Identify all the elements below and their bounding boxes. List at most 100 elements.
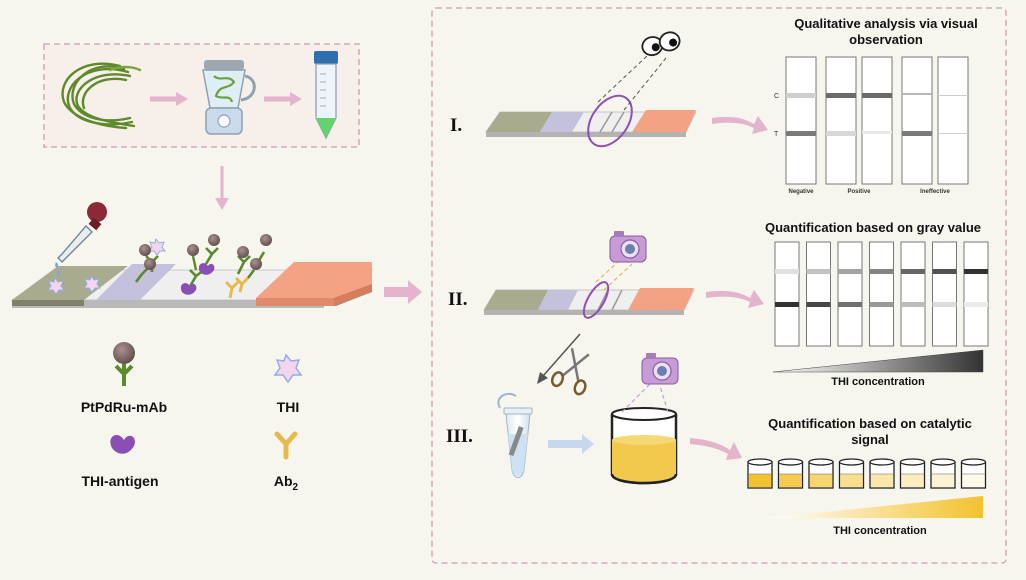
ab2-icon [234, 276, 250, 293]
test-band [901, 302, 925, 307]
gray-gradient-wedge [772, 349, 984, 373]
sight-line [623, 57, 667, 111]
main-arrow [384, 280, 422, 304]
camera-icon [641, 353, 679, 385]
antigen-icon [198, 263, 215, 275]
signal-cup-small [838, 458, 865, 489]
camera-line [659, 385, 669, 413]
gray-value-strips [774, 241, 989, 347]
prep-arrow-2 [264, 92, 302, 106]
probe-conjugate [204, 234, 220, 265]
sample-pad [12, 266, 128, 300]
signal-cup-small [808, 458, 834, 489]
test-band [838, 302, 862, 307]
centrifuge-tube-icon [314, 51, 338, 140]
gray-strip [900, 241, 926, 347]
step-label-2: II. [448, 289, 468, 310]
dropper-icon [55, 202, 107, 276]
probe-conjugate [256, 234, 272, 263]
step-label-3: III. [446, 426, 473, 447]
gray-title: Quantification based on gray value [765, 220, 981, 235]
thi-star-icon [148, 237, 166, 256]
microtube-icon [497, 392, 533, 478]
absorbent-pad [256, 262, 372, 298]
scissors-icon [550, 347, 590, 396]
signal-cup-small [899, 458, 926, 489]
negative-strip [785, 56, 817, 185]
gray-axis-label: THI concentration [831, 376, 925, 388]
probe-conjugate [246, 258, 262, 279]
control-band [775, 269, 799, 274]
test-band [932, 302, 957, 307]
ineffective-strip [937, 56, 969, 185]
control-band [901, 269, 925, 274]
gray-strip [869, 241, 894, 347]
gray-strip [932, 241, 957, 347]
test-line-label: T [774, 131, 779, 138]
probe-conjugates [134, 234, 272, 299]
ineffective-strip [901, 56, 933, 185]
camera-line [603, 263, 633, 291]
legend-probe-label: PtPdRu-mAb [81, 399, 167, 415]
positive-strip [825, 56, 857, 185]
legend-ab2-icon [274, 431, 298, 460]
signal-cup-small [777, 458, 804, 489]
test-band [964, 302, 988, 307]
positive-label: Positive [847, 189, 871, 195]
signal-cup-small [960, 458, 987, 489]
legend-thi-label: THI [277, 399, 300, 415]
probe-conjugate [134, 258, 156, 283]
result-arrow-1 [712, 116, 768, 134]
catalytic-cups [747, 458, 987, 489]
test-band [869, 302, 894, 307]
legend-ab2-label: Ab2 [274, 473, 299, 493]
inspection-ring-2 [582, 281, 610, 319]
positive-strip [861, 56, 893, 185]
signal-cup [610, 407, 678, 485]
test-band [775, 302, 799, 307]
camera-icon [609, 231, 647, 263]
prep-arrow-1 [150, 92, 188, 106]
signal-cup-small [930, 458, 956, 489]
test-band [806, 302, 831, 307]
catalytic-axis-label: THI concentration [833, 525, 927, 537]
signal-cup-small [869, 458, 895, 489]
legend-antigen-label: THI-antigen [82, 473, 159, 489]
control-band [838, 269, 862, 274]
gray-strip [806, 241, 831, 347]
sight-line [597, 54, 649, 103]
result-arrow-2 [706, 290, 764, 308]
inspection-ring-1 [587, 94, 633, 148]
qualitative-strips: C T Negative Positive Ineffec [774, 56, 969, 195]
ab2-icon [224, 280, 240, 299]
control-band [806, 269, 831, 274]
small-strip-1 [485, 110, 697, 137]
signal-cup-small [747, 458, 773, 489]
thi-star-icon [47, 276, 65, 295]
antigen-icon [180, 283, 197, 295]
gray-strip [837, 241, 863, 347]
control-band [932, 269, 957, 274]
result-arrow-3 [690, 438, 742, 460]
blue-arrow [548, 434, 594, 454]
yellow-gradient-wedge [766, 496, 983, 518]
gray-strip [774, 241, 800, 347]
legend-antigen-icon [110, 434, 135, 454]
probe-conjugate [236, 246, 251, 275]
sample-prep-border [43, 43, 360, 148]
cut-arrow [537, 333, 581, 384]
camera-line [595, 261, 619, 283]
right-panel-border [431, 7, 1007, 564]
blender-icon [202, 60, 256, 135]
eyes-icon [641, 31, 681, 57]
gray-strip [963, 241, 989, 347]
thi-star-icon [83, 274, 101, 293]
step-label-1: I. [450, 115, 462, 136]
control-line-label: C [774, 93, 779, 100]
control-band [869, 269, 894, 274]
down-arrow [215, 166, 229, 210]
ineffective-label: Ineffective [920, 189, 950, 195]
